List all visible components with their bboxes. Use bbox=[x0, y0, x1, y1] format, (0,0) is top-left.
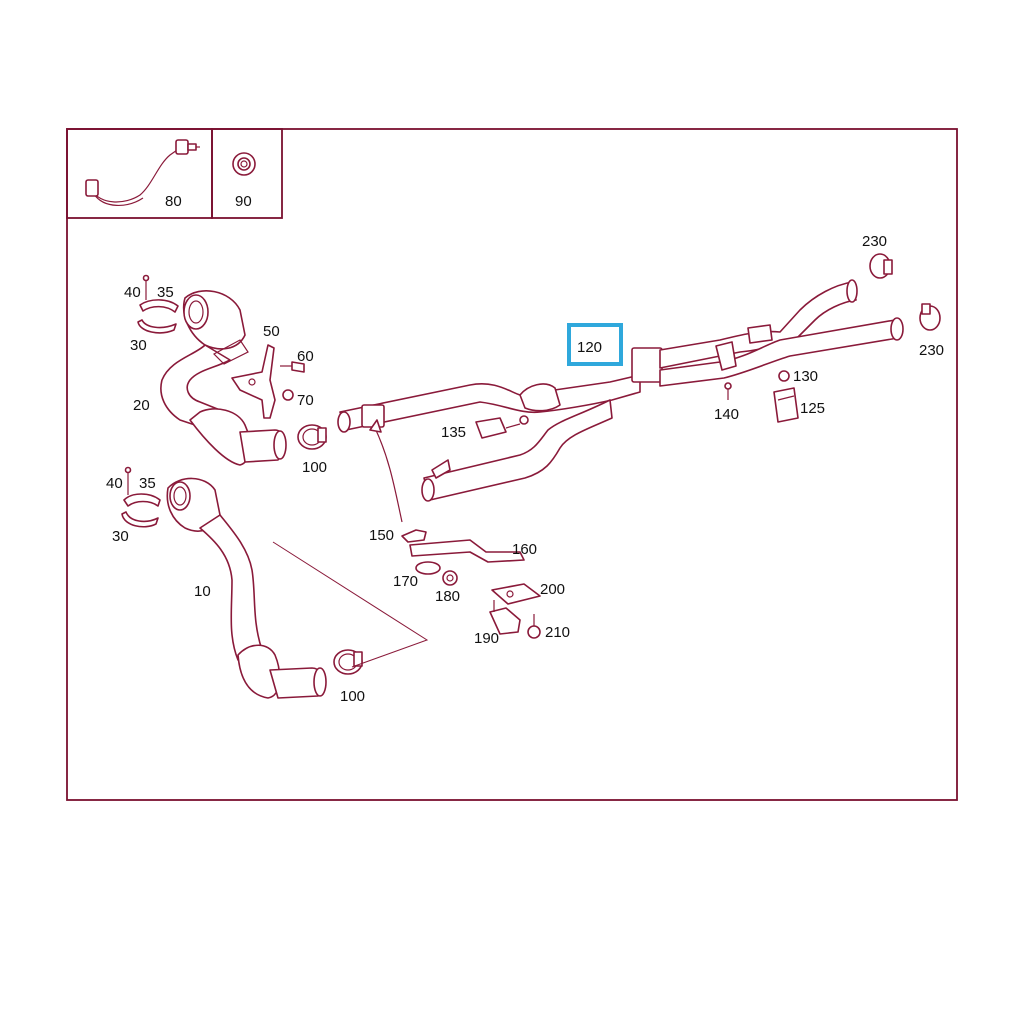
inset-box-80 bbox=[66, 128, 213, 219]
callout-35-lower: 35 bbox=[139, 475, 156, 492]
callout-30-upper: 30 bbox=[130, 337, 147, 354]
callout-40-lower: 40 bbox=[106, 475, 123, 492]
callout-230-upper: 230 bbox=[862, 233, 887, 250]
callout-10: 10 bbox=[194, 583, 211, 600]
callout-100-lower: 100 bbox=[340, 688, 365, 705]
connector-135[interactable] bbox=[475, 415, 529, 439]
oxygen-sensor-part[interactable] bbox=[85, 139, 200, 206]
grommet-part[interactable] bbox=[232, 152, 256, 176]
callout-180: 180 bbox=[435, 588, 460, 605]
callout-190: 190 bbox=[474, 630, 499, 647]
highlight-box-120 bbox=[567, 323, 623, 366]
bolt-60[interactable] bbox=[280, 361, 305, 373]
clamp-230-upper[interactable] bbox=[869, 253, 893, 279]
callout-40-upper: 40 bbox=[124, 284, 141, 301]
callout-120: 120 bbox=[577, 339, 602, 356]
clip-150[interactable] bbox=[401, 529, 427, 543]
callout-90: 90 bbox=[235, 193, 252, 210]
callout-170: 170 bbox=[393, 573, 418, 590]
clamp-upper[interactable] bbox=[137, 274, 179, 334]
intermediate-pipe-120[interactable] bbox=[337, 279, 904, 502]
callout-70: 70 bbox=[297, 392, 314, 409]
clamp-100-upper[interactable] bbox=[297, 424, 327, 450]
nut-130[interactable] bbox=[778, 370, 790, 382]
callout-35-upper: 35 bbox=[157, 284, 174, 301]
bracket-50[interactable] bbox=[231, 344, 276, 419]
nut-180[interactable] bbox=[442, 570, 458, 586]
clamp-lower[interactable] bbox=[121, 466, 161, 528]
bolt-140[interactable] bbox=[724, 382, 732, 400]
callout-210: 210 bbox=[545, 624, 570, 641]
arrow-150-head bbox=[369, 419, 382, 433]
callout-50: 50 bbox=[263, 323, 280, 340]
callout-160: 160 bbox=[512, 541, 537, 558]
leader-100-lower bbox=[272, 541, 429, 668]
diagram-frame bbox=[66, 128, 958, 801]
callout-200: 200 bbox=[540, 581, 565, 598]
callout-230-lower: 230 bbox=[919, 342, 944, 359]
bolt-210[interactable] bbox=[527, 614, 541, 639]
bracket-160-170[interactable] bbox=[409, 539, 525, 575]
front-pipe-lower[interactable] bbox=[166, 477, 327, 699]
bolt-70[interactable] bbox=[282, 389, 294, 401]
bracket-190[interactable] bbox=[489, 600, 521, 635]
clamp-100-lower[interactable] bbox=[333, 649, 363, 675]
mount-200[interactable] bbox=[491, 583, 541, 605]
callout-20: 20 bbox=[133, 397, 150, 414]
front-pipe-upper[interactable] bbox=[160, 290, 287, 466]
callout-100-upper: 100 bbox=[302, 459, 327, 476]
rubber-mount-125[interactable] bbox=[773, 387, 799, 423]
callout-140: 140 bbox=[714, 406, 739, 423]
clamp-230-lower[interactable] bbox=[919, 303, 941, 331]
callout-150: 150 bbox=[369, 527, 394, 544]
callout-60: 60 bbox=[297, 348, 314, 365]
callout-125: 125 bbox=[800, 400, 825, 417]
callout-130: 130 bbox=[793, 368, 818, 385]
callout-80: 80 bbox=[165, 193, 182, 210]
arrow-150 bbox=[374, 427, 403, 523]
callout-30-lower: 30 bbox=[112, 528, 129, 545]
inset-box-90 bbox=[211, 128, 283, 219]
callout-135: 135 bbox=[441, 424, 466, 441]
